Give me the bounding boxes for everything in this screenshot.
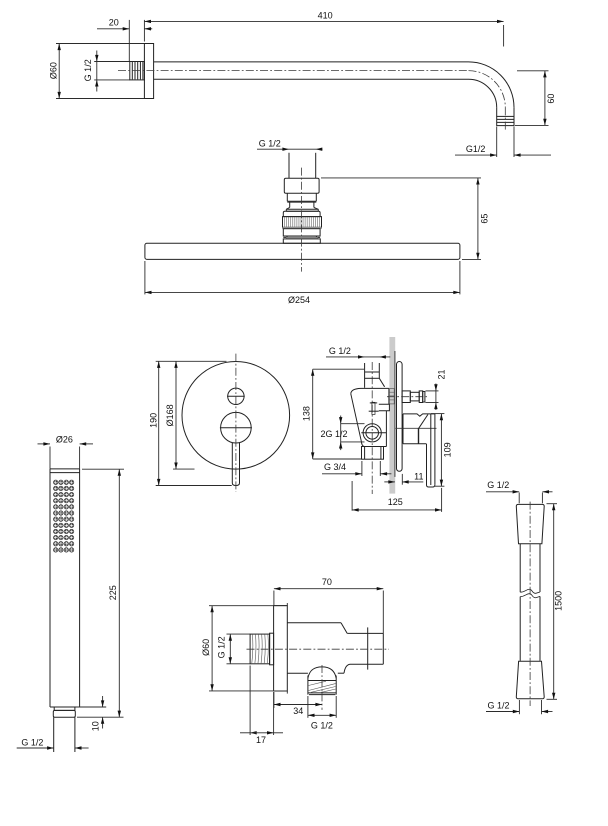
svg-text:109: 109 [443, 442, 453, 457]
svg-text:G 1/2: G 1/2 [21, 738, 43, 748]
svg-text:G1/2: G1/2 [466, 144, 486, 154]
svg-text:G 1/2: G 1/2 [329, 346, 351, 356]
svg-text:20: 20 [109, 17, 119, 27]
svg-text:225: 225 [108, 585, 118, 600]
svg-text:G 1/2: G 1/2 [216, 636, 226, 658]
svg-text:138: 138 [302, 406, 312, 421]
svg-text:G 1/2: G 1/2 [311, 721, 333, 731]
svg-text:G 1/2: G 1/2 [259, 138, 281, 148]
svg-text:60: 60 [546, 94, 556, 104]
svg-text:Ø60: Ø60 [201, 639, 211, 656]
svg-text:Ø60: Ø60 [49, 62, 59, 79]
svg-text:G 1/2: G 1/2 [83, 59, 93, 81]
svg-text:70: 70 [322, 577, 332, 587]
svg-text:10: 10 [90, 721, 100, 731]
svg-text:Ø168: Ø168 [165, 404, 175, 426]
svg-text:125: 125 [388, 497, 403, 507]
svg-text:11: 11 [414, 471, 423, 481]
svg-text:G 1/2: G 1/2 [487, 700, 509, 710]
svg-text:65: 65 [479, 214, 489, 224]
svg-text:Ø26: Ø26 [56, 434, 73, 444]
svg-text:34: 34 [293, 706, 303, 716]
svg-text:410: 410 [318, 10, 333, 20]
svg-text:Ø254: Ø254 [288, 295, 310, 305]
svg-text:21: 21 [437, 369, 447, 379]
svg-text:1500: 1500 [554, 591, 564, 611]
svg-text:G 1/2: G 1/2 [487, 480, 509, 490]
svg-text:17: 17 [256, 735, 266, 745]
svg-text:G 3/4: G 3/4 [324, 462, 346, 472]
svg-text:190: 190 [149, 413, 159, 428]
svg-text:2G 1/2: 2G 1/2 [320, 429, 347, 439]
